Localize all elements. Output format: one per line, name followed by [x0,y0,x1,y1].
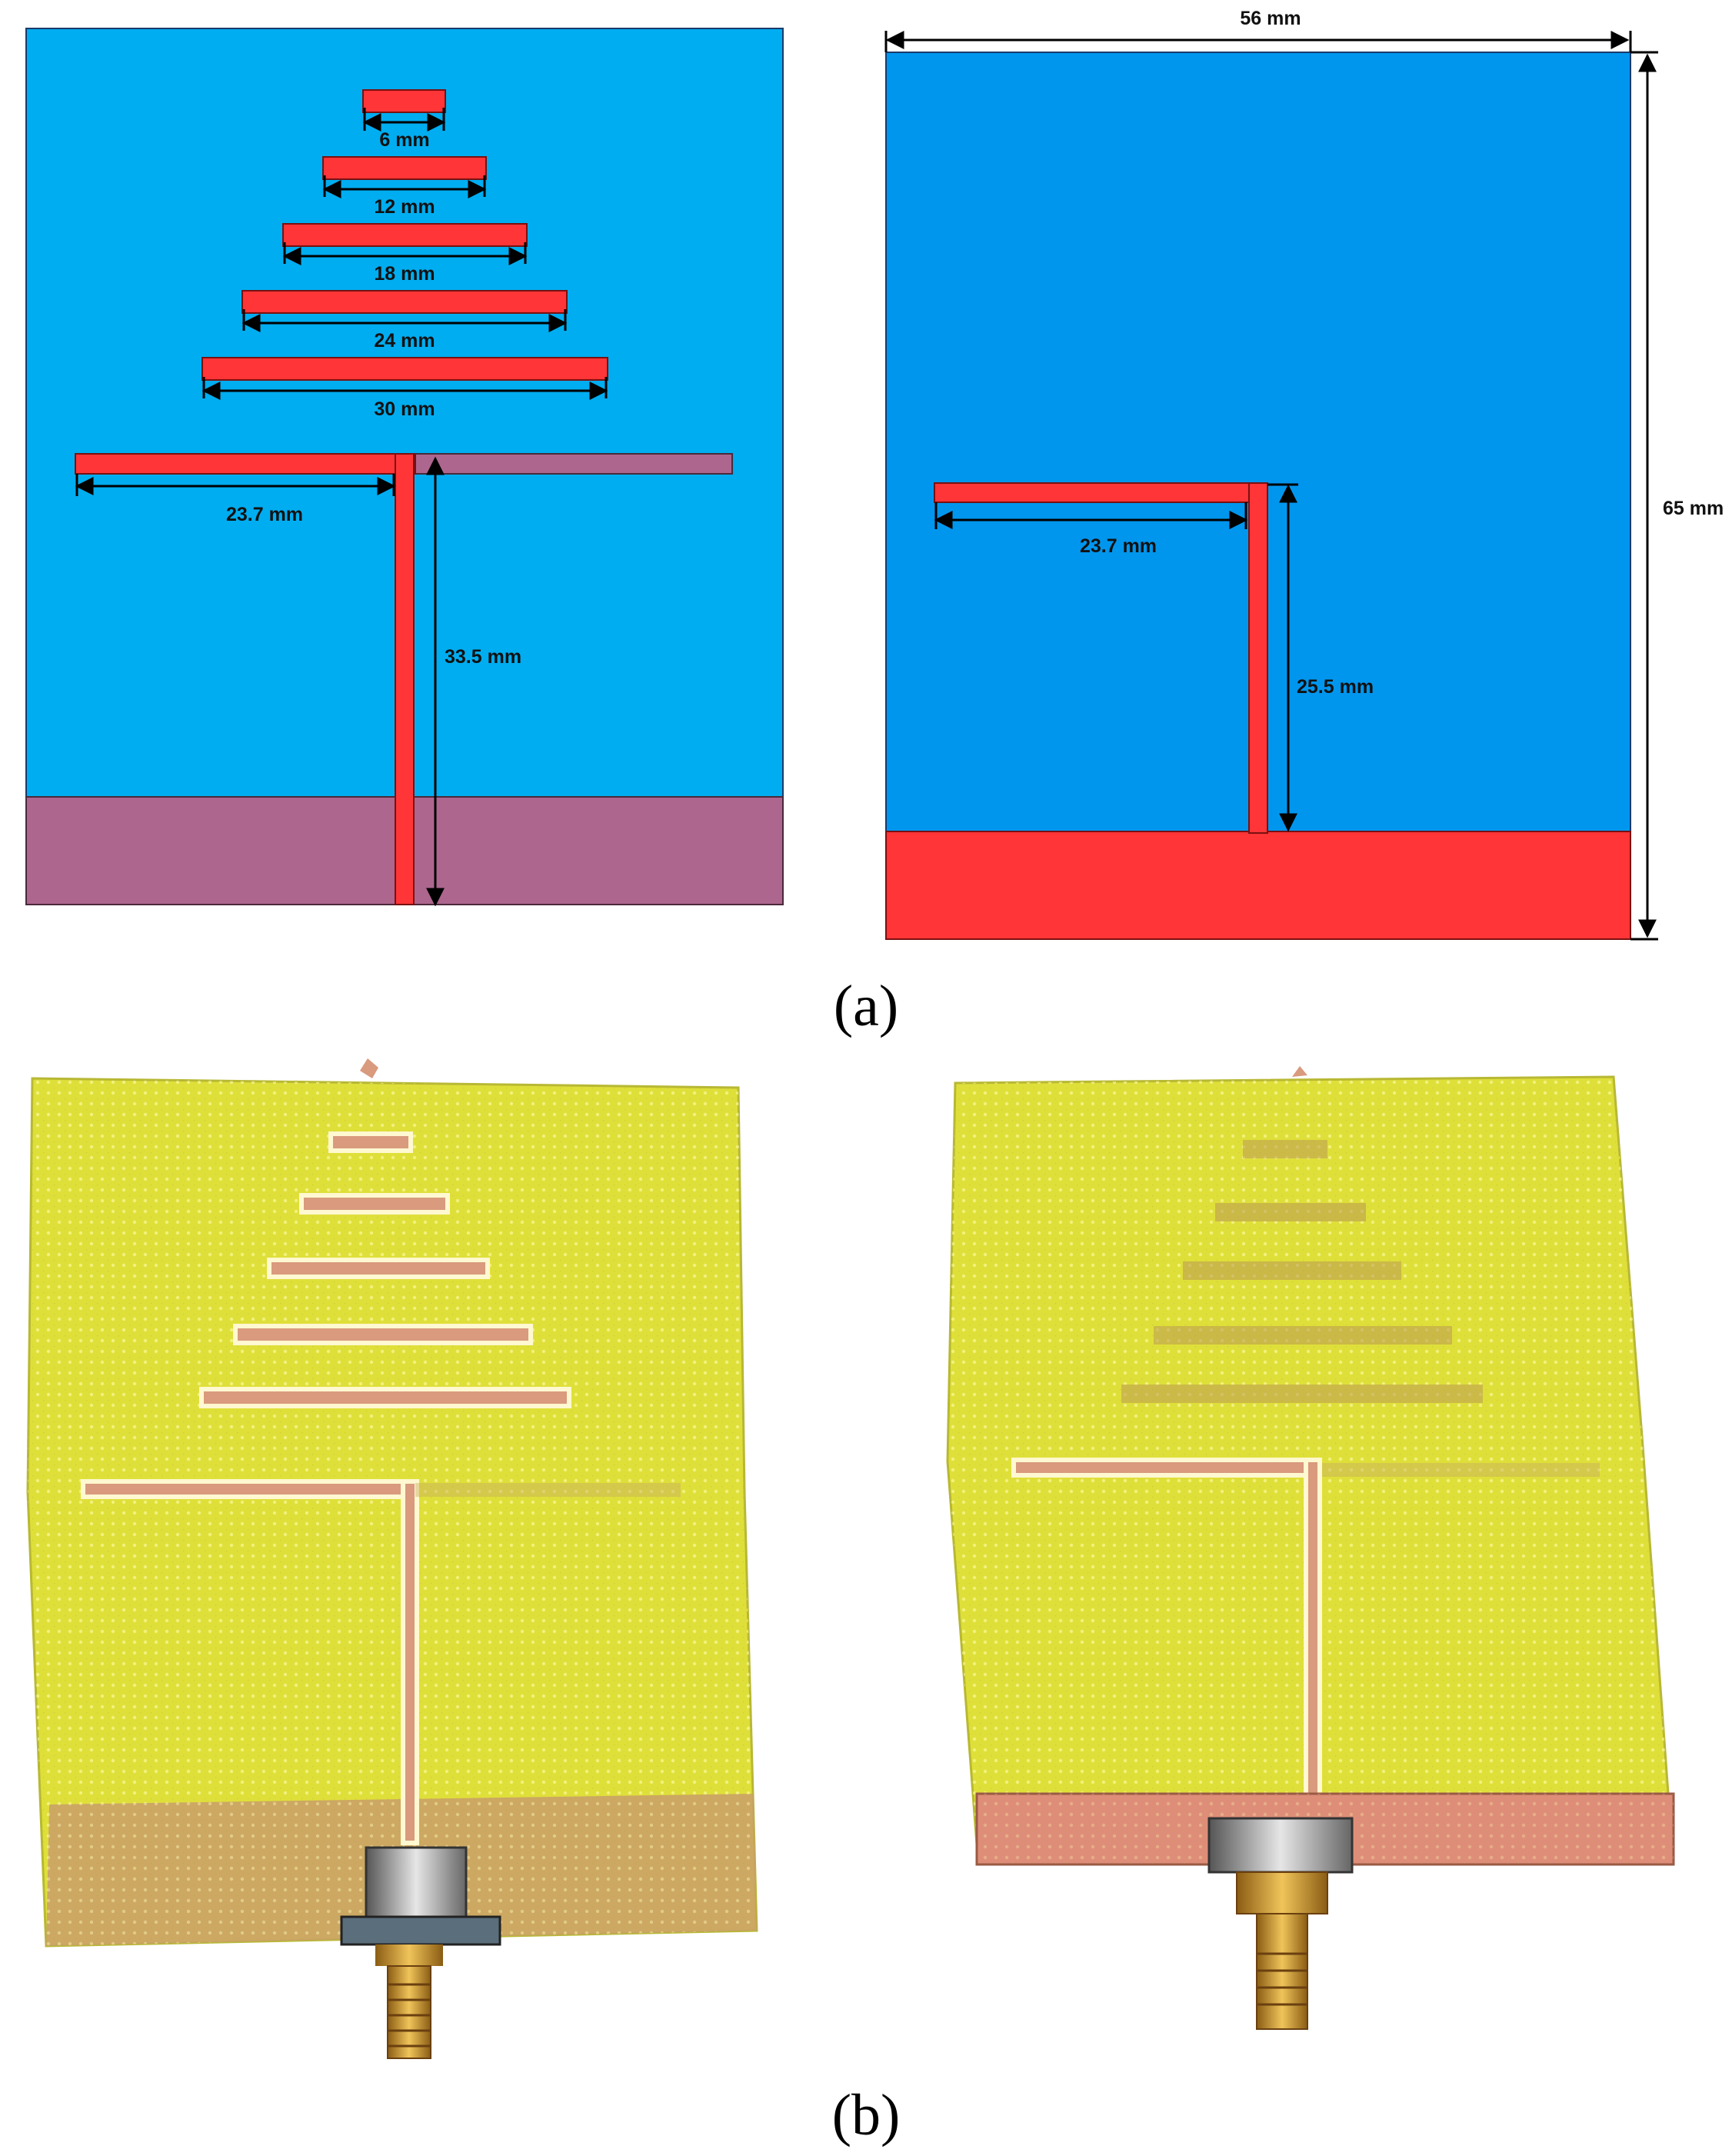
height-label: 65 mm [1663,498,1724,519]
front-sma-connector [340,1846,501,2059]
front-photo-feed [401,1479,419,1845]
feed-line [395,453,415,905]
width-label: 56 mm [1240,8,1301,29]
back-sma-connector [1207,1817,1354,2030]
front-photo-director-4 [233,1324,533,1345]
back-feed-line [1248,482,1268,834]
back-photo-ghost-director-1 [1243,1140,1327,1158]
back-photo-ghost-director-5 [1121,1385,1483,1403]
dipole-arm-right [410,453,733,475]
front-photo [17,1046,786,2069]
back-photo-arm [1011,1458,1322,1478]
front-photo-director-1 [328,1131,413,1153]
feed-length-label: 33.5 mm [445,646,521,668]
director-4 [241,290,568,314]
director-1-label: 6 mm [379,129,429,151]
back-photo [940,1055,1698,2055]
director-2-label: 12 mm [374,196,435,218]
front-photo-director-5 [199,1387,571,1408]
back-photo-ghost-director-3 [1183,1261,1401,1280]
caption-a: (a) [834,974,898,1038]
director-5-label: 30 mm [374,398,435,420]
director-3 [282,223,528,247]
back-photo-feed [1304,1458,1322,1801]
front-design-panel: 6 mm 12 mm 18 mm 24 mm 30 mm 23.7 mm 33.… [25,28,784,907]
back-arm-label: 23.7 mm [1080,535,1157,557]
back-feed-label: 25.5 mm [1297,676,1374,698]
director-4-label: 24 mm [374,330,435,352]
caption-b: (b) [832,2083,901,2148]
dipole-arm-left [75,453,416,475]
front-photo-director-3 [267,1258,490,1279]
dipole-arm-label: 23.7 mm [226,504,303,525]
back-photo-ghost-director-4 [1154,1326,1452,1345]
back-photo-ghost-director-2 [1215,1203,1366,1221]
front-photo-director-2 [299,1193,450,1215]
back-arm [934,482,1268,503]
back-ground-plane [885,831,1631,940]
director-1 [362,89,446,113]
front-photo-arm [81,1479,419,1499]
director-3-label: 18 mm [374,263,435,285]
back-design-panel: 56 mm 65 mm 23.7 mm 25.5 mm [884,8,1724,941]
director-2 [322,156,487,180]
director-5 [202,357,608,381]
